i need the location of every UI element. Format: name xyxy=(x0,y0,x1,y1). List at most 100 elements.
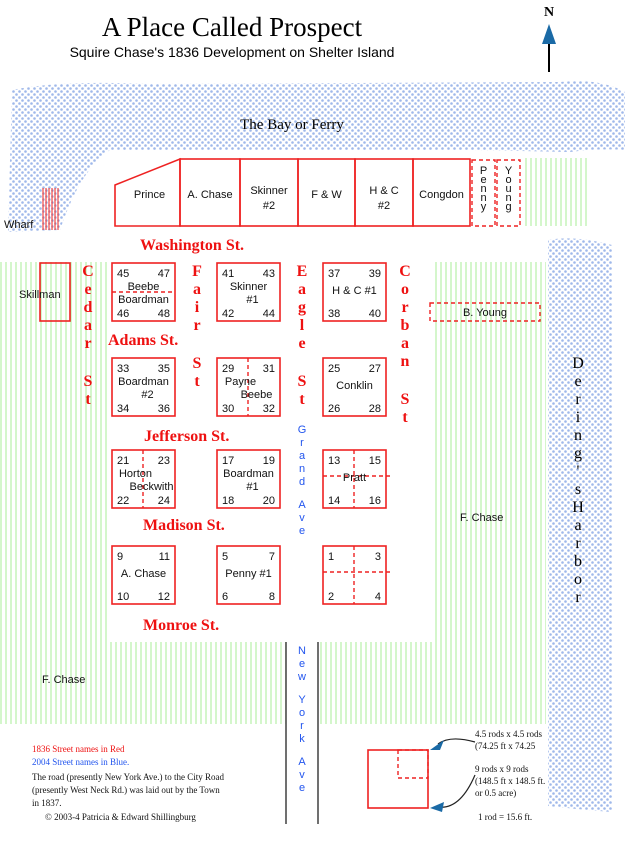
lot-number: 22 xyxy=(117,495,129,507)
letter: e xyxy=(84,281,91,298)
letter: C xyxy=(82,263,94,280)
letter: r xyxy=(300,437,304,449)
letter: k xyxy=(299,733,305,745)
small-lot-letter: o xyxy=(505,174,511,186)
letter: ' xyxy=(577,463,580,480)
letter: b xyxy=(401,317,410,334)
owner-label: #1 xyxy=(246,294,258,306)
letter: e xyxy=(299,782,305,794)
letter: o xyxy=(401,281,409,298)
lot-number: 28 xyxy=(369,403,381,415)
f-chase-left-label: F. Chase xyxy=(42,674,85,686)
lot-number: 10 xyxy=(117,591,129,603)
lot-number: 32 xyxy=(263,403,275,415)
street-washington: Washington St. xyxy=(140,237,244,254)
harbor-water xyxy=(548,238,612,813)
owner-label: Pratt xyxy=(343,472,366,484)
letter: C xyxy=(399,263,411,280)
lot-number: 25 xyxy=(328,363,340,375)
big-lot-size: 9 rods x 9 rods xyxy=(475,764,529,774)
letter: r xyxy=(193,317,200,334)
small-lot-letter: u xyxy=(505,183,511,195)
lot-number: 27 xyxy=(369,363,381,375)
letter: v xyxy=(299,512,305,524)
lot-number: 13 xyxy=(328,455,340,467)
small-lot-feet: (74.25 ft x 74.25 xyxy=(475,741,536,751)
owner-label: Conklin xyxy=(336,380,373,392)
letter: r xyxy=(401,299,408,316)
letter: a xyxy=(401,335,409,352)
lot-number: 2 xyxy=(328,591,334,603)
letter: n xyxy=(401,353,410,370)
note-line-3: in 1837. xyxy=(32,798,62,808)
letter: S xyxy=(193,355,202,372)
lot-number: 29 xyxy=(222,363,234,375)
letter: t xyxy=(402,409,408,426)
letter: d xyxy=(84,299,93,316)
arrow-head-icon xyxy=(430,740,444,750)
letter: S xyxy=(298,373,307,390)
owner-label: H & C #1 xyxy=(332,285,377,297)
copyright: © 2003-4 Patricia & Edward Shillingburg xyxy=(45,812,196,822)
waterfront-lot-label: Skinner xyxy=(250,185,288,197)
small-waterfront-lot xyxy=(496,159,521,227)
lot-number: 16 xyxy=(369,495,381,507)
letter: A xyxy=(298,499,306,511)
lot-number: 23 xyxy=(158,455,170,467)
big-lot-acre: or 0.5 acre) xyxy=(475,788,516,798)
letter: i xyxy=(576,409,581,426)
block-outline xyxy=(322,262,387,322)
lot-number: 12 xyxy=(158,591,170,603)
letter: i xyxy=(195,299,200,316)
small-lot-letter: g xyxy=(505,201,511,213)
b-young-label: B. Young xyxy=(463,307,507,319)
block-outline xyxy=(216,545,281,605)
letter: H xyxy=(572,499,584,516)
letter: t xyxy=(85,391,91,408)
letter: r xyxy=(575,391,581,408)
lot-number: 35 xyxy=(158,363,170,375)
block-outline xyxy=(111,545,176,605)
lot-number: 14 xyxy=(328,495,340,507)
lot-number: 21 xyxy=(117,455,129,467)
lot-number: 11 xyxy=(159,551,170,563)
small-lot-letter: e xyxy=(480,174,486,186)
owner-label: Beebe xyxy=(128,281,160,293)
lot-number: 41 xyxy=(222,268,234,280)
letter: t xyxy=(299,391,305,408)
small-lot-letter: n xyxy=(505,192,511,204)
lot-number: 4 xyxy=(375,591,381,603)
lot-number: 8 xyxy=(269,591,275,603)
waterfront-lot-label: Prince xyxy=(134,189,165,201)
lot-number: 5 xyxy=(222,551,228,563)
waterfront-lot-number: #2 xyxy=(378,200,390,212)
small-waterfront-lot xyxy=(471,159,496,227)
street-jefferson: Jefferson St. xyxy=(144,428,229,445)
legend-blue: 2004 Street names in Blue. xyxy=(32,757,129,767)
letter: r xyxy=(575,589,581,606)
lot-number: 24 xyxy=(158,495,170,507)
f-chase-right-label: F. Chase xyxy=(460,512,503,524)
letter: G xyxy=(298,424,307,436)
lot-number: 7 xyxy=(269,551,275,563)
legend-arrow-small xyxy=(437,738,476,745)
grass-areas xyxy=(0,158,590,724)
owner-label: A. Chase xyxy=(121,568,166,580)
lot-number: 26 xyxy=(328,403,340,415)
small-lot-size: 4.5 rods x 4.5 rods xyxy=(475,729,542,739)
big-lot-feet: (148.5 ft x 148.5 ft. xyxy=(475,776,545,786)
small-lot-letter: P xyxy=(480,165,487,177)
block-outline xyxy=(216,449,281,509)
skillman-lot xyxy=(39,262,71,322)
lot-number: 40 xyxy=(369,308,381,320)
small-lot-letter: y xyxy=(481,201,487,213)
letter: n xyxy=(299,463,305,475)
letter: n xyxy=(574,427,582,444)
bay-water xyxy=(8,81,625,232)
